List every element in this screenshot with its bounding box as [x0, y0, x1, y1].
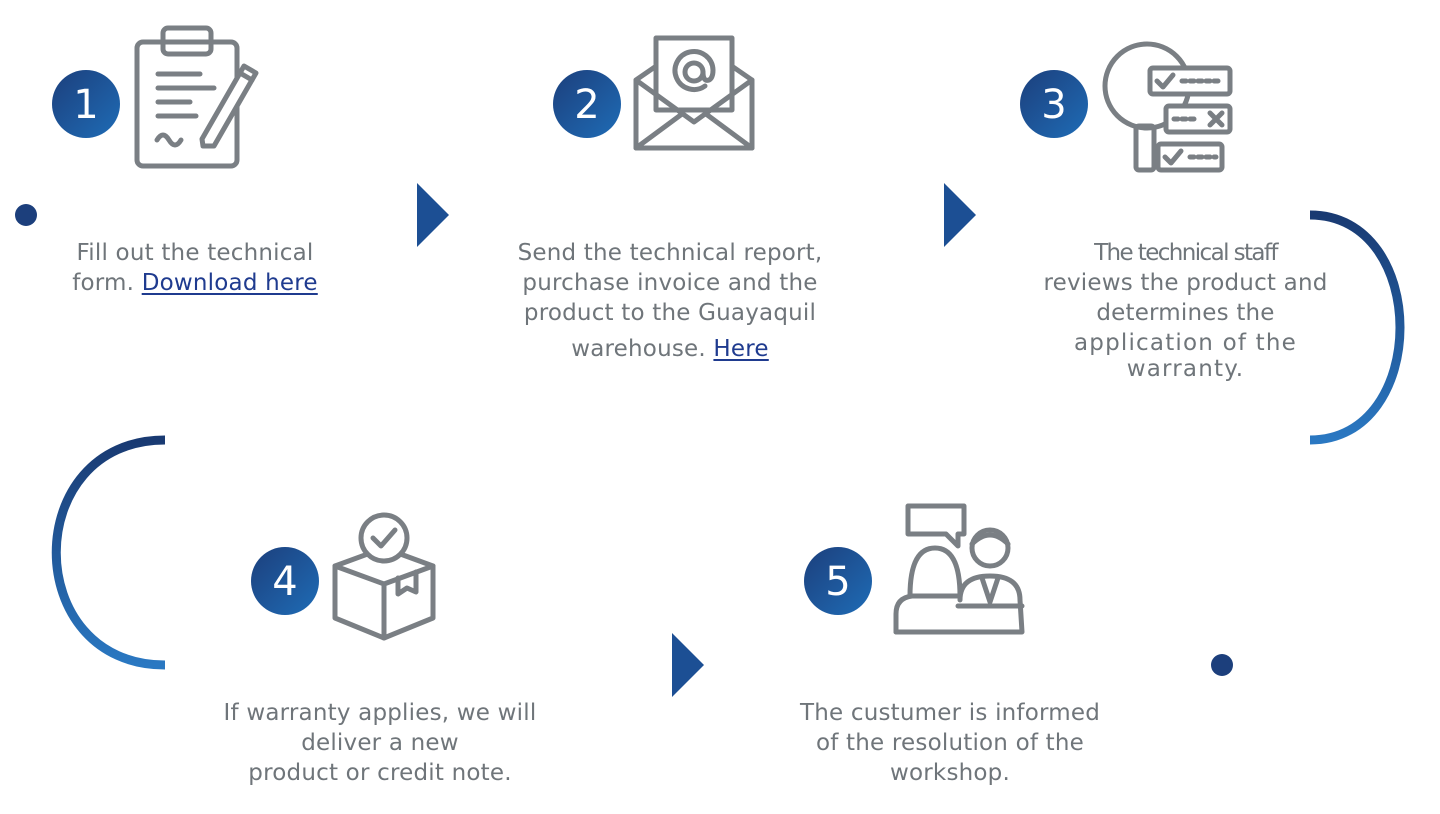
- step-number: 5: [825, 559, 850, 605]
- flow-arrow-1: [417, 183, 449, 247]
- envelope-email-icon: [633, 35, 755, 151]
- flow-connector: [15, 183, 1405, 697]
- flow-end-dot: [1211, 654, 1233, 676]
- step-2-line-3: product to the Guayaquil: [523, 300, 817, 326]
- flow-curve-right: [1309, 210, 1405, 445]
- step-1-line-1: Fill out the technical: [76, 240, 314, 266]
- box-check-icon: [332, 512, 436, 641]
- step-4-line-3: product or credit note.: [248, 760, 512, 786]
- flow-start-dot: [15, 204, 37, 226]
- step-2-line-1: Send the technical report,: [517, 240, 823, 266]
- flow-arrow-2: [944, 183, 976, 247]
- step-5-line-2: of the resolution of the: [815, 730, 1085, 756]
- step-5-description: The custumer is informed of the resoluti…: [760, 698, 1140, 788]
- flow-arrow-3: [672, 633, 704, 697]
- step-2-line-4: warehouse.: [571, 336, 706, 362]
- step-2-line-2: purchase invoice and the: [522, 270, 818, 296]
- step-3-line-1: The technical staff: [1094, 240, 1278, 266]
- step-1-description: Fill out the technical form. Download he…: [20, 238, 370, 298]
- step-badge-2: 2: [553, 70, 621, 138]
- step-4-description: If warranty applies, we will deliver a n…: [180, 698, 580, 788]
- step-3-line-2: reviews the product and: [1043, 270, 1328, 296]
- step-3-line-5: warranty.: [1126, 356, 1245, 382]
- step-badge-3: 3: [1020, 70, 1088, 138]
- step-3-description: The technical staff reviews the product …: [1003, 238, 1368, 384]
- step-badge-1: 1: [52, 70, 120, 138]
- magnifier-checklist-icon: [1102, 41, 1233, 173]
- step-number: 3: [1041, 82, 1066, 128]
- flow-curve-left: [51, 435, 166, 670]
- here-link[interactable]: Here: [713, 336, 769, 362]
- step-4-line-2: deliver a new: [301, 730, 459, 756]
- customer-meeting-icon: [893, 503, 1025, 635]
- step-number: 1: [73, 82, 98, 128]
- step-badge-4: 4: [251, 547, 319, 615]
- step-number: 2: [574, 82, 599, 128]
- step-5-line-3: workshop.: [889, 760, 1010, 786]
- step-3-line-4: application of the: [1073, 330, 1297, 356]
- download-here-link[interactable]: Download here: [141, 270, 318, 296]
- step-5-line-1: The custumer is informed: [799, 700, 1101, 726]
- step-1-line-2: form.: [72, 270, 135, 296]
- step-2-description: Send the technical report, purchase invo…: [460, 238, 880, 364]
- step-4-line-1: If warranty applies, we will: [223, 700, 537, 726]
- step-3-line-3: determines the: [1096, 300, 1275, 326]
- step-badge-5: 5: [804, 547, 872, 615]
- clipboard-form-icon: [134, 25, 259, 169]
- step-number: 4: [272, 559, 297, 605]
